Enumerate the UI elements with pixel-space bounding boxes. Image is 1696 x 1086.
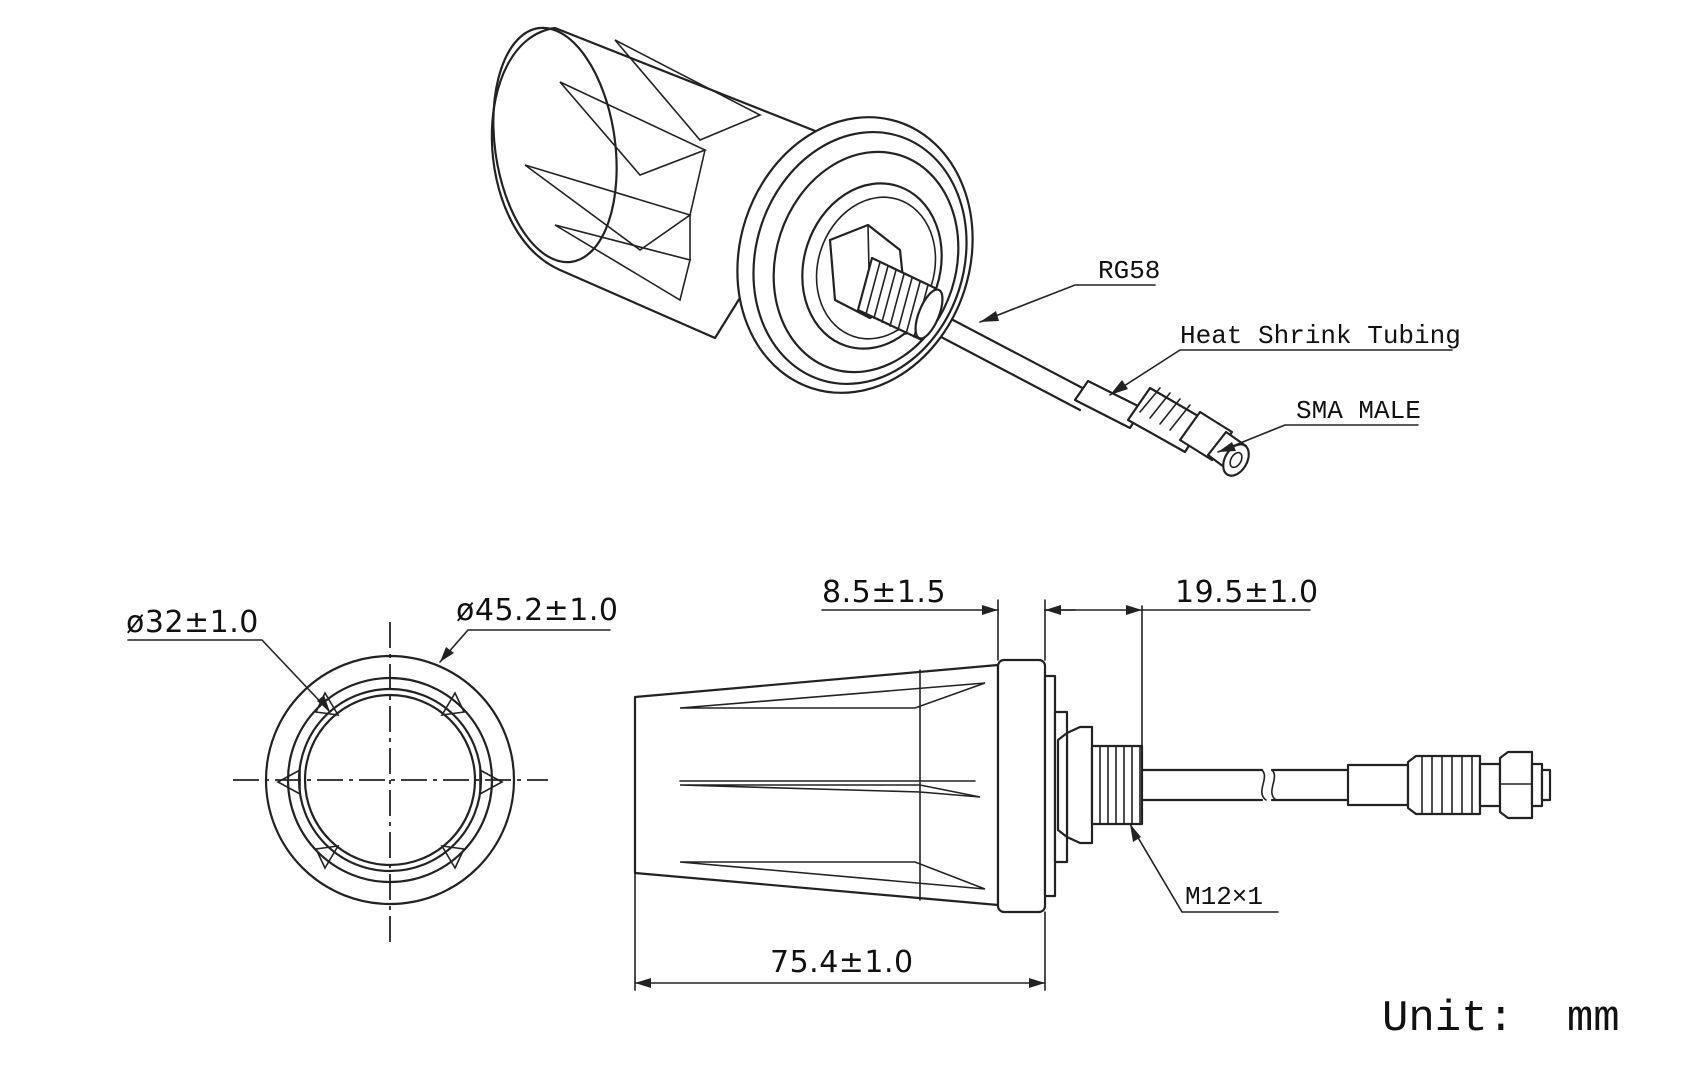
side-flange: [996, 658, 1069, 914]
side-nut: [1056, 725, 1094, 845]
iso-callouts: [979, 284, 1453, 453]
dim-flange-thickness: 8.5±1.5: [822, 575, 946, 610]
side-thread: [1090, 744, 1144, 826]
dim-line-overall: [634, 872, 1046, 991]
side-sma-connector: [1406, 750, 1552, 820]
end-view-ribs: [276, 691, 504, 870]
dim-inner-diameter: ø32±1.0: [126, 605, 259, 640]
dim-line-thread: [1044, 605, 1311, 747]
callout-rg58: RG58: [1098, 256, 1160, 286]
isometric-view: RG58 Heat Shrink Tubing SMA MALE: [490, 26, 1461, 477]
side-cable: [1140, 768, 1350, 802]
dim-thread-length: 19.5±1.0: [1175, 575, 1319, 610]
iso-sma-connector: [1126, 386, 1250, 477]
unit-note: Unit: mm: [1382, 994, 1620, 1044]
dim-overall-length: 75.4±1.0: [770, 945, 914, 980]
iso-thread-stud: [856, 256, 944, 342]
dim-outer-diameter: ø45.2±1.0: [456, 593, 619, 628]
callout-heat-shrink: Heat Shrink Tubing: [1180, 321, 1461, 351]
side-view: [633, 599, 1552, 991]
end-view: [127, 622, 611, 942]
callout-sma-male: SMA MALE: [1296, 396, 1421, 426]
side-heat-shrink: [1346, 763, 1410, 807]
dim-line-thread-callout: [1129, 823, 1279, 913]
callout-m12-thread: M12×1: [1185, 882, 1263, 912]
side-radome: [633, 663, 1000, 907]
